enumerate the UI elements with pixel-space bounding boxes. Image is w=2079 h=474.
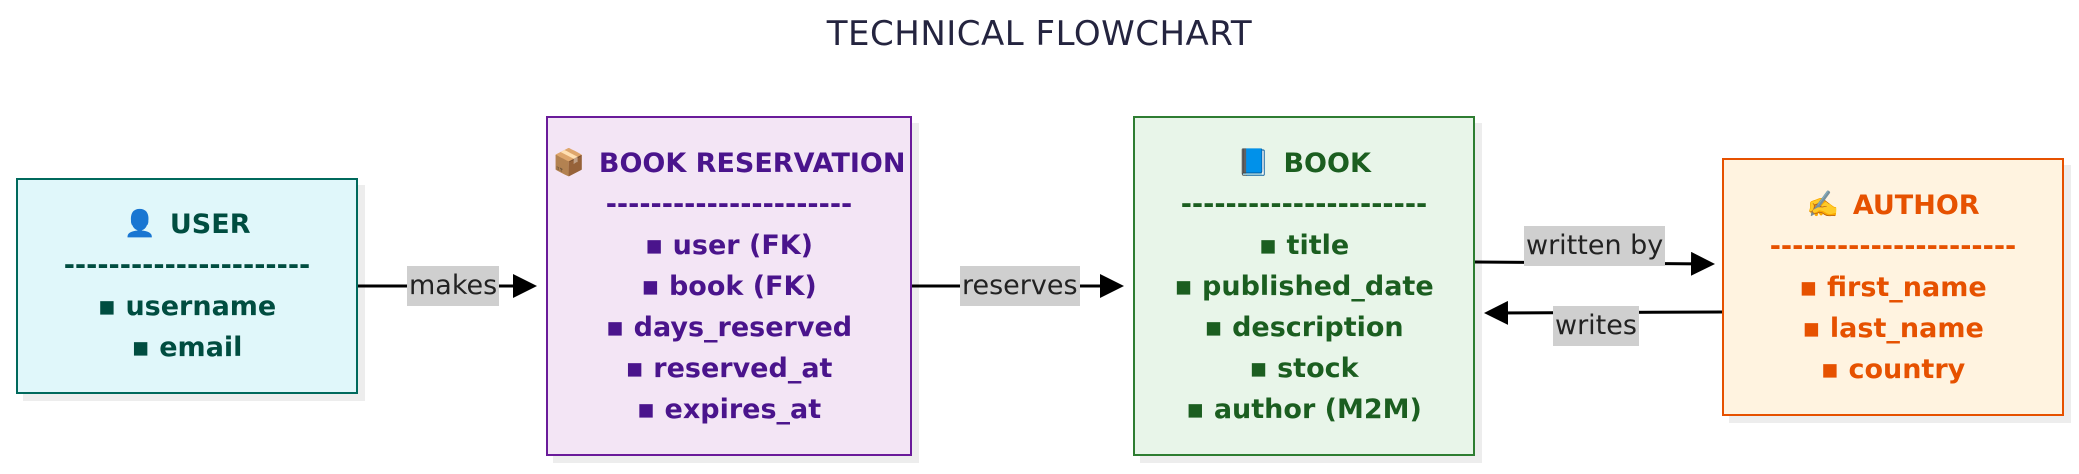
entity-book[interactable]: 📘 BOOK ---------------------- title publ… xyxy=(1133,116,1475,456)
field-item: reserved_at xyxy=(626,348,832,389)
user-icon: 👤 xyxy=(123,209,156,239)
field-item: email xyxy=(132,327,242,368)
field-item: author (M2M) xyxy=(1186,389,1422,430)
diagram-title: TECHNICAL FLOWCHART xyxy=(826,14,1253,54)
entity-book-title: BOOK xyxy=(1283,147,1371,179)
field-item: stock xyxy=(1249,348,1359,389)
entity-user[interactable]: 👤 USER ---------------------- username e… xyxy=(16,178,358,394)
entity-book-reservation[interactable]: 📦 BOOK RESERVATION ---------------------… xyxy=(546,116,912,456)
edge-label-reserves: reserves xyxy=(960,266,1080,306)
package-icon: 📦 xyxy=(552,147,585,178)
entity-author-header: ✍️ AUTHOR xyxy=(1806,185,1979,226)
field-item: first_name xyxy=(1799,267,1987,308)
entity-book-reservation-title: BOOK RESERVATION xyxy=(598,147,906,179)
field-item: description xyxy=(1204,307,1404,348)
field-item: country xyxy=(1821,349,1965,390)
separator: ---------------------- xyxy=(605,188,853,220)
entity-author-title: AUTHOR xyxy=(1852,189,1980,221)
edge-label-makes: makes xyxy=(407,266,500,306)
writing-hand-icon: ✍️ xyxy=(1806,189,1839,220)
field-item: published_date xyxy=(1174,266,1434,307)
separator: ---------------------- xyxy=(1769,230,2017,262)
entity-user-title: USER xyxy=(169,209,251,240)
book-icon: 📘 xyxy=(1237,147,1270,178)
field-item: days_reserved xyxy=(606,307,852,348)
entity-author[interactable]: ✍️ AUTHOR ---------------------- first_n… xyxy=(1722,158,2064,416)
field-item: title xyxy=(1259,225,1350,266)
entity-book-reservation-header: 📦 BOOK RESERVATION xyxy=(553,143,906,184)
entity-book-header: 📘 BOOK xyxy=(1237,143,1371,184)
field-item: expires_at xyxy=(637,389,822,430)
edge-label-writes: writes xyxy=(1553,306,1639,346)
field-item: last_name xyxy=(1802,308,1984,349)
field-item: username xyxy=(98,286,276,327)
field-item: user (FK) xyxy=(645,225,813,266)
entity-user-header: 👤 USER xyxy=(124,204,251,245)
edge-label-written-by: written by xyxy=(1524,226,1666,266)
field-item: book (FK) xyxy=(641,266,817,307)
separator: ---------------------- xyxy=(63,250,311,281)
separator: ---------------------- xyxy=(1180,188,1428,220)
